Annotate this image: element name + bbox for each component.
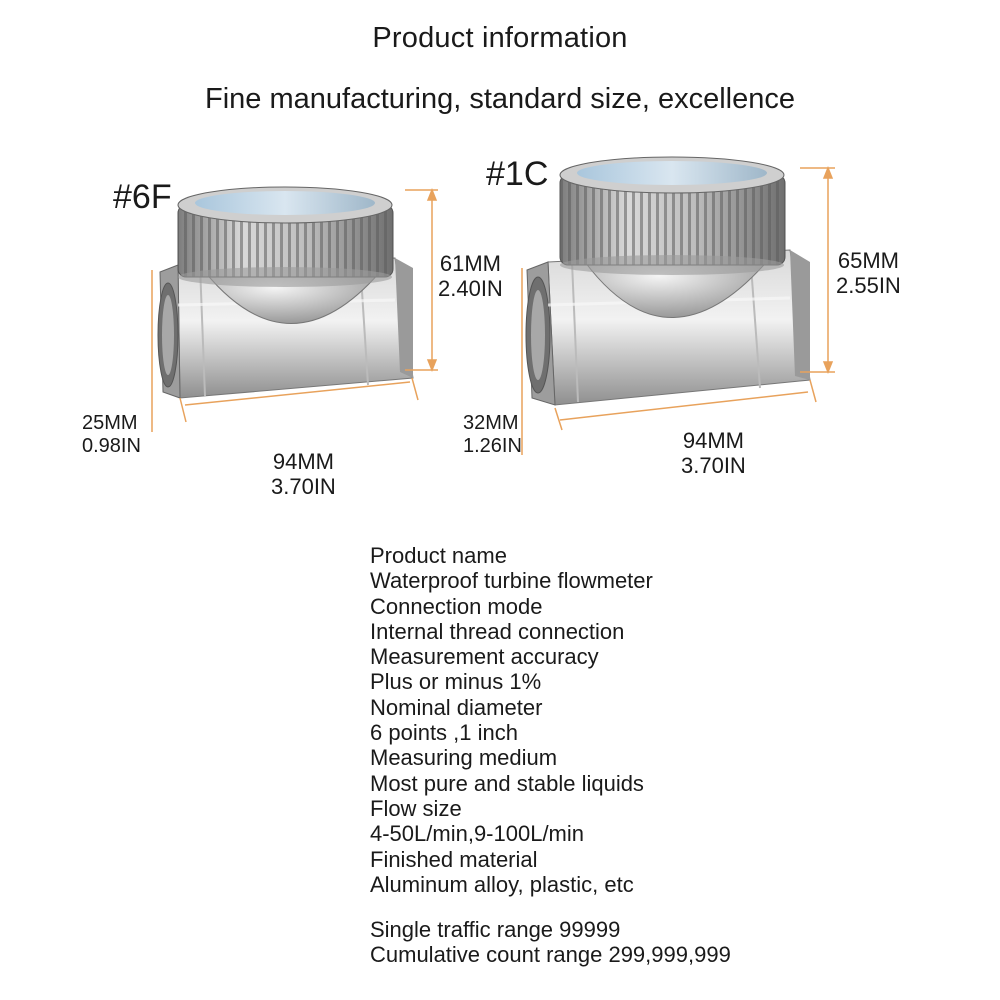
diameter-6f-mm: 25MM xyxy=(82,412,138,434)
spec-line: Measuring medium xyxy=(370,745,558,771)
length-1c: 94MM 3.70IN xyxy=(681,428,746,478)
spec-line: 6 points ,1 inch xyxy=(370,720,518,746)
spec-line: Flow size xyxy=(370,795,462,821)
spec-line: Most pure and stable liquids xyxy=(370,770,644,796)
diameter-1c-in: 1.26IN xyxy=(463,435,522,457)
spec-list: Product name Waterproof turbine flowmete… xyxy=(370,543,731,968)
height-1c-in: 2.55IN xyxy=(836,273,901,298)
height-6f-mm: 61MM xyxy=(439,251,501,276)
spec-line: Plus or minus 1% xyxy=(370,669,542,695)
spec-extra-line: Cumulative count range 299,999,999 xyxy=(370,942,731,968)
height-1c-mm: 65MM xyxy=(837,248,899,273)
diameter-6f-in: 0.98IN xyxy=(82,435,141,457)
dimension-lines-1c xyxy=(521,165,835,455)
model-label-1c: #1C xyxy=(486,155,549,193)
spec-line: Product name xyxy=(370,543,507,568)
spec-line: Aluminum alloy, plastic, etc xyxy=(370,871,634,897)
spec-line: 4-50L/min,9-100L/min xyxy=(370,821,585,847)
spec-line: Finished material xyxy=(370,846,538,872)
diameter-1c: 32MM 1.26IN xyxy=(463,412,522,458)
length-1c-in: 3.70IN xyxy=(681,453,746,478)
spec-line: Measurement accuracy xyxy=(370,644,599,670)
length-6f-mm: 94MM xyxy=(272,449,334,474)
spec-extra-line: Single traffic range 99999 xyxy=(370,917,621,943)
height-6f: 61MM 2.40IN xyxy=(438,251,503,301)
dimension-lines-6f xyxy=(151,187,438,432)
spec-line: Internal thread connection xyxy=(370,618,625,644)
height-6f-in: 2.40IN xyxy=(438,276,503,301)
page-title: Product information xyxy=(372,22,628,54)
length-1c-mm: 94MM xyxy=(682,428,744,453)
spec-line: Connection mode xyxy=(370,593,543,619)
length-6f-in: 3.70IN xyxy=(271,474,336,499)
spec-line: Waterproof turbine flowmeter xyxy=(370,568,653,594)
diameter-6f: 25MM 0.98IN xyxy=(82,412,141,458)
flowmeter-1c xyxy=(525,156,811,406)
page-subtitle: Fine manufacturing, standard size, excel… xyxy=(205,83,795,115)
diameter-1c-mm: 32MM xyxy=(463,412,519,434)
length-6f: 94MM 3.70IN xyxy=(271,449,336,499)
flowmeter-6f xyxy=(157,186,414,399)
model-label-6f: #6F xyxy=(113,178,172,216)
spec-line: Nominal diameter xyxy=(370,694,543,720)
product-illustration xyxy=(151,156,835,455)
height-1c: 65MM 2.55IN xyxy=(836,248,901,298)
spec-spacer xyxy=(370,897,731,917)
